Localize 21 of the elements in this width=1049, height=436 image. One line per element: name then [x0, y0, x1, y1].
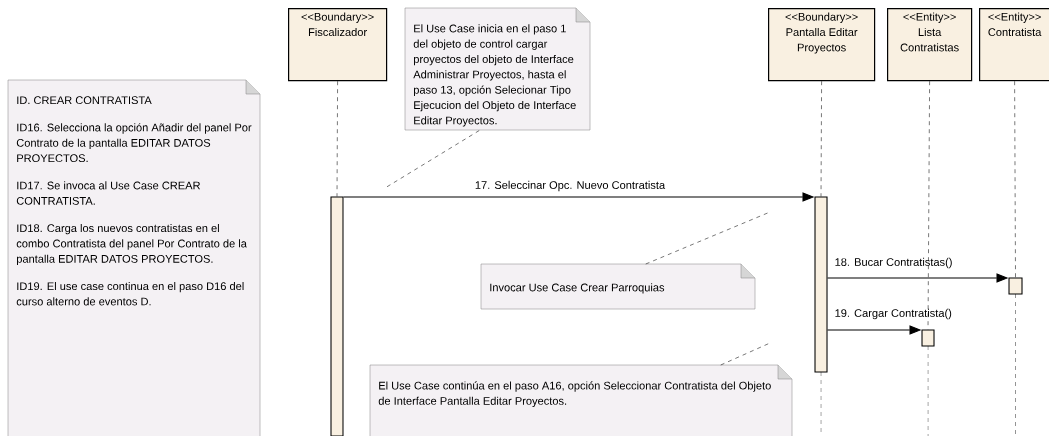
leader-line [384, 130, 480, 189]
lifeline-head: <<Boundary>> Pantalla Editar Proyectos [768, 8, 876, 82]
message-label: 19. Cargar Contratista() [835, 308, 952, 320]
note: El Use Case continúa en el paso A16, opción Seleccionar Contratista del Objeto de Interface Pantalla Editar Proyectos. [369, 364, 793, 436]
lifeline [820, 80, 822, 197]
leader-line [645, 211, 771, 265]
lifeline-head: <<Entity>> Contratista [979, 8, 1049, 82]
message-label: 17. Seleccinar Opc. Nuevo Contratista [475, 180, 666, 192]
lifeline [1014, 80, 1016, 278]
lifeline-head: <<Entity>> Lista Contratistas [887, 8, 973, 82]
activation-bar [1008, 277, 1023, 295]
activation-bar [330, 196, 344, 436]
lifeline-head: <<Boundary>> Fiscalizador [288, 8, 388, 82]
note: Invocar Use Case Crear Parroquias [480, 263, 756, 310]
lifeline [336, 80, 338, 197]
activation-bar [814, 196, 828, 373]
lifeline [927, 80, 930, 330]
note: El Use Case inicia en el paso 1 del objeto de control cargar proyectos del objeto de Interface Administrar Proyectos, hasta el paso 13, opción Selecionar Tipo Ejecucion del Objeto de Interface Editar Proyectos. [404, 7, 591, 131]
activation-bar [921, 329, 935, 347]
note: ID. CREAR CONTRATISTA ID16. Selecciona la opción Añadir del panel Por Contrato de la pantalla EDITAR DATOS PROYECTOS. ID17. Se invoca al Use Case CREAR CONTRATISTA. ID18. Carga los nuevos contratistas en el combo Contratista del panel Por Contrato de la pantalla EDITAR DATOS PROYECTOS. ID19. El use case continua en el paso D16 del curso alterno de eventos D. [7, 79, 261, 436]
message-label: 18. Bucar Contratistas() [835, 257, 952, 269]
